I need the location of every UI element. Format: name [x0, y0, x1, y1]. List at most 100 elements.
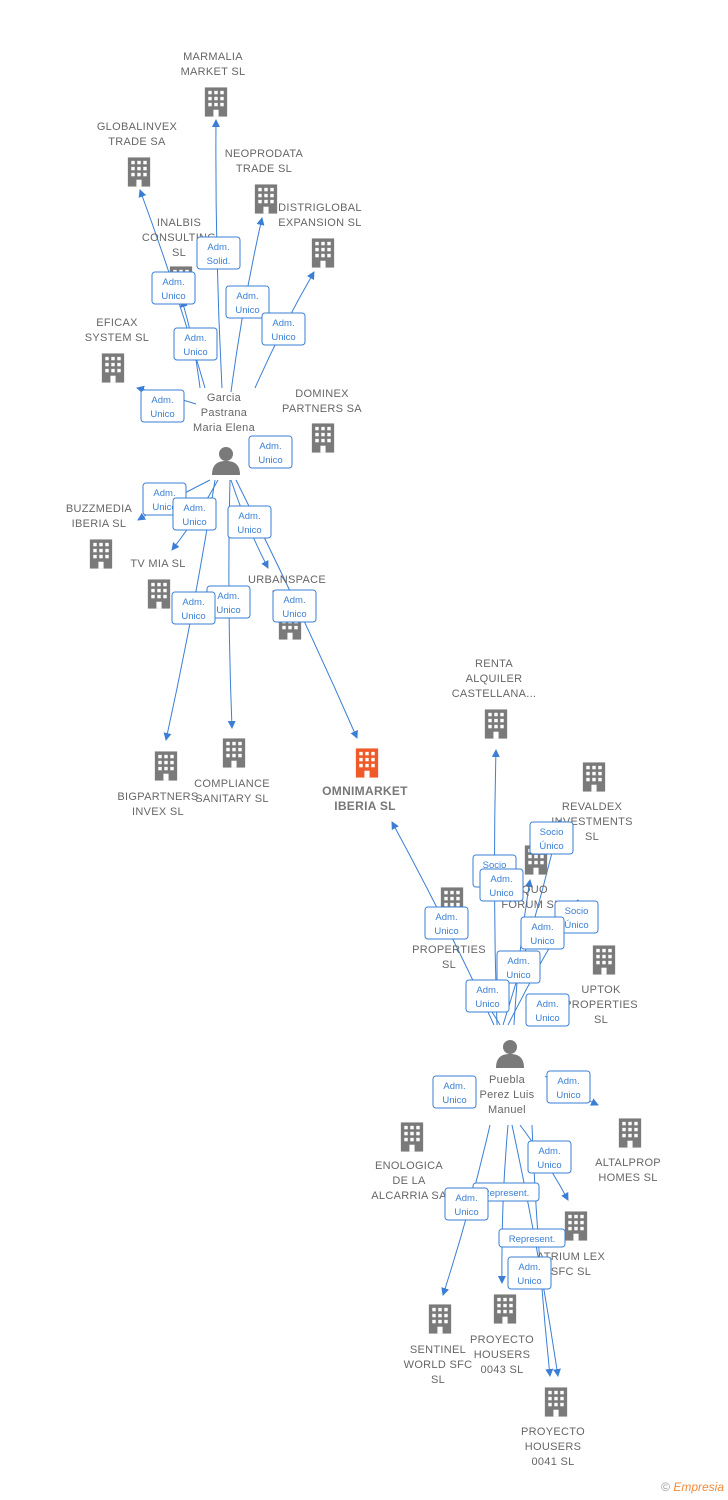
- node-label: ALTALPROP: [595, 1157, 661, 1169]
- role-badge[interactable]: Adm.Unico: [206, 585, 251, 619]
- role-badge-label: Unico: [235, 305, 259, 316]
- node-label: PROPERTIES: [412, 944, 486, 956]
- role-badge[interactable]: Adm.Unico: [520, 916, 565, 950]
- role-badge[interactable]: Adm.Unico: [525, 993, 570, 1027]
- node-label: DE LA: [392, 1175, 426, 1187]
- building-icon: [147, 579, 171, 609]
- role-badge[interactable]: Adm.Unico: [261, 312, 306, 346]
- role-badge[interactable]: Adm.Unico: [424, 906, 469, 940]
- node-label: INALBIS: [157, 217, 201, 229]
- node-label: SL: [585, 831, 599, 843]
- role-badge-box: [424, 906, 469, 940]
- role-badge-label: Represent.: [509, 1234, 555, 1245]
- role-badge-label: Unico: [454, 1207, 478, 1218]
- node-label: SANITARY SL: [195, 793, 269, 805]
- footer-brand[interactable]: © Empresia: [661, 1480, 724, 1494]
- relation-edge: [511, 1124, 561, 1377]
- role-badge-label: Adm.: [162, 277, 184, 288]
- empresia-logo: Empresia: [673, 1480, 724, 1494]
- role-badge-label: Unico: [271, 332, 295, 343]
- role-badge[interactable]: Adm.Unico: [546, 1070, 591, 1104]
- node-label: 0041 SL: [531, 1456, 574, 1468]
- node-label: MARMALIA: [183, 51, 243, 63]
- company-node-renta[interactable]: RENTAALQUILERCASTELLANA...: [452, 658, 537, 739]
- role-badge[interactable]: Adm.Unico: [507, 1256, 552, 1290]
- node-label: SYSTEM SL: [85, 332, 149, 344]
- role-badge[interactable]: Adm.Unico: [496, 950, 541, 984]
- role-badge[interactable]: Adm.Solid.: [196, 236, 241, 270]
- role-badge-label: Socio: [483, 860, 507, 871]
- node-label: SFC SL: [551, 1266, 591, 1278]
- role-badge[interactable]: Adm.Unico: [444, 1187, 489, 1221]
- role-badge[interactable]: Adm.Unico: [171, 591, 216, 625]
- role-badge[interactable]: Adm.Unico: [248, 435, 293, 469]
- node-label: Garcia: [207, 392, 242, 404]
- role-badge[interactable]: Adm.Unico: [140, 389, 185, 423]
- role-badge-label: Unico: [475, 999, 499, 1010]
- role-badge[interactable]: Adm.Unico: [527, 1140, 572, 1174]
- role-badge-label: Unico: [282, 609, 306, 620]
- role-badge-box: [172, 497, 217, 531]
- role-badge-label: Unico: [556, 1090, 580, 1101]
- role-badge[interactable]: Adm.Unico: [272, 589, 317, 623]
- building-icon: [582, 762, 606, 792]
- role-badge[interactable]: Adm.Unico: [432, 1075, 477, 1109]
- building-icon: [618, 1118, 642, 1148]
- role-badge[interactable]: Adm.Unico: [173, 327, 218, 361]
- node-label: PROYECTO: [521, 1426, 585, 1438]
- node-label: REVALDEX: [562, 801, 623, 813]
- node-label: BIGPARTNERS: [117, 791, 198, 803]
- role-badge-box: [196, 236, 241, 270]
- building-icon: [222, 738, 246, 768]
- role-badge-box: [527, 1140, 572, 1174]
- role-badge-label: Adm.: [236, 291, 258, 302]
- role-badge-label: Socio: [565, 906, 589, 917]
- role-badge-box: [225, 285, 270, 319]
- role-badge[interactable]: Adm.Unico: [465, 979, 510, 1013]
- role-badge[interactable]: Represent.: [472, 1182, 540, 1202]
- role-badge-box: [140, 389, 185, 423]
- role-badge[interactable]: Adm.Unico: [172, 497, 217, 531]
- node-label: TRADE SA: [108, 136, 166, 148]
- role-badge-box: [432, 1075, 477, 1109]
- role-badge-box: [546, 1070, 591, 1104]
- role-badge-box: [151, 271, 196, 305]
- node-label: Perez Luis: [480, 1089, 535, 1101]
- role-badge[interactable]: Adm. Unico: [225, 285, 270, 319]
- node-label: SENTINEL: [410, 1344, 466, 1356]
- role-badge-label: Socio: [540, 827, 564, 838]
- role-badge[interactable]: Adm.Unico: [151, 271, 196, 305]
- role-badge-label: Unico: [237, 525, 261, 536]
- node-label: IBERIA SL: [72, 518, 127, 530]
- building-icon: [204, 87, 228, 117]
- building-icon: [544, 1387, 568, 1417]
- role-badge-label: Unico: [506, 970, 530, 981]
- role-badge[interactable]: Represent.: [498, 1228, 566, 1248]
- role-badge[interactable]: Adm.Unico: [479, 868, 524, 902]
- company-node-tvmia[interactable]: TV MIA SL: [130, 558, 185, 609]
- role-badge[interactable]: Adm.Unico: [227, 505, 272, 539]
- building-icon: [400, 1122, 424, 1152]
